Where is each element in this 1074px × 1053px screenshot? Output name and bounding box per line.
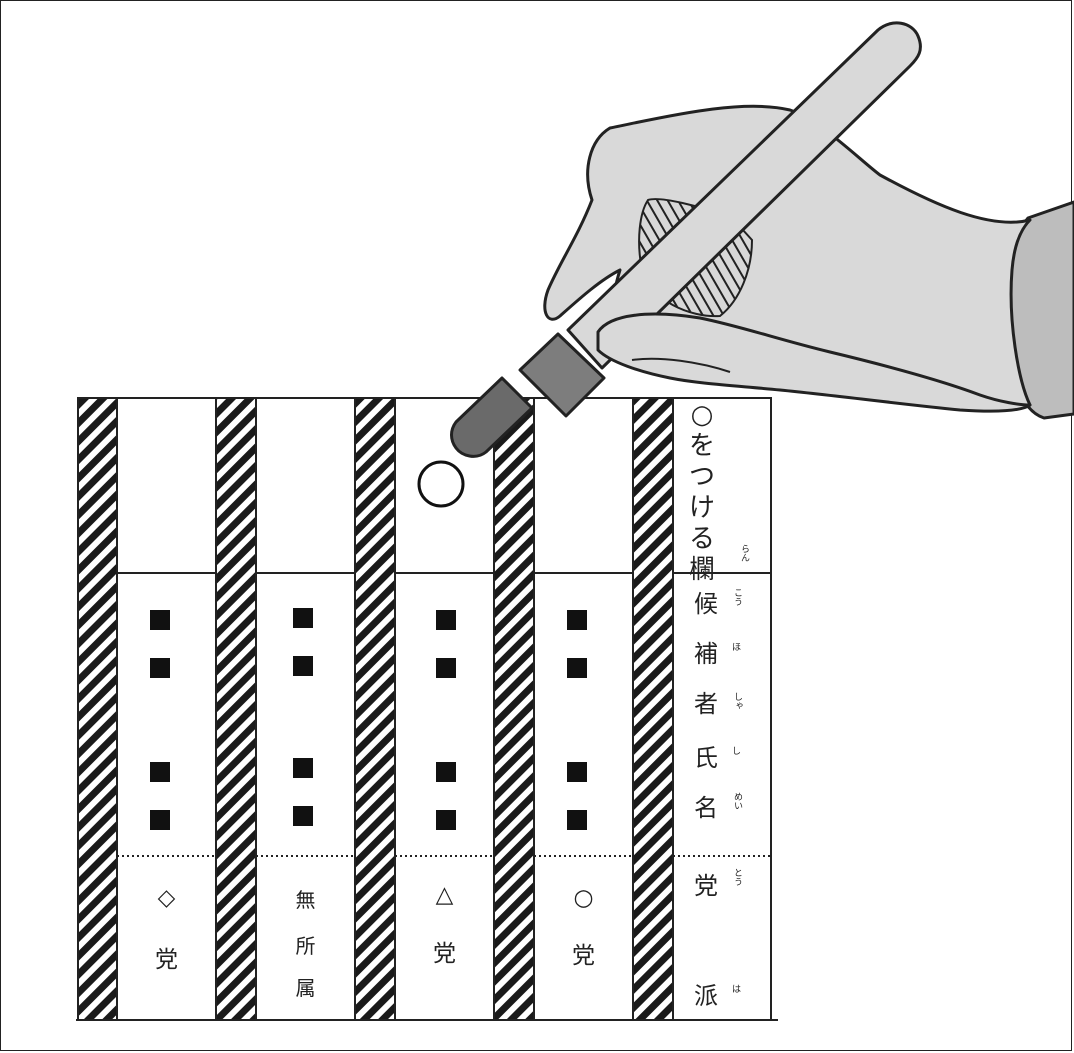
party-symbol: ○ [573, 885, 594, 911]
name-placeholder [293, 608, 313, 628]
party-symbol: ◇ [157, 885, 176, 911]
pen [450, 21, 922, 458]
candidate-ruby-2: ほ [732, 643, 742, 653]
party-label-2: 派 [694, 982, 718, 1010]
label-char: ○ [690, 400, 714, 430]
vote-circle-mark [417, 460, 465, 508]
independent-char-3: 属 [295, 976, 316, 1000]
hatch-strip [354, 397, 396, 1021]
party-label-1: 党 [694, 872, 718, 900]
mark-column-ruby: らん [739, 544, 749, 562]
ballot-column [394, 397, 495, 1021]
front-fingers [596, 312, 1032, 413]
candidate-label-1: 候 [694, 590, 718, 618]
name-placeholder [293, 656, 313, 676]
party-ruby-2: は [732, 985, 742, 995]
name-placeholder [567, 810, 587, 830]
name-placeholder [436, 610, 456, 630]
party-name: 党 [433, 941, 456, 967]
ballot-column [255, 397, 356, 1021]
candidate-label-4: 氏 [694, 744, 718, 772]
candidate-ruby-4: し [732, 747, 742, 757]
name-placeholder [567, 762, 587, 782]
party-symbol: △ [435, 882, 454, 908]
hatch-strip [77, 397, 118, 1021]
candidate-label-2: 補 [694, 640, 718, 668]
pen-tip [450, 376, 534, 458]
candidate-label-5: 名 [694, 794, 718, 822]
label-char: る [689, 524, 716, 554]
party-name: 党 [572, 943, 595, 969]
ballot-column [533, 397, 634, 1021]
header-column [672, 397, 772, 1021]
ballot-column [116, 397, 217, 1021]
party-name: 党 [155, 947, 178, 973]
hatch-strip [632, 397, 674, 1021]
pen-barrel [566, 21, 922, 370]
pen-grip [518, 332, 606, 418]
label-char: を [689, 431, 716, 461]
label-char: け [689, 493, 716, 523]
name-placeholder [293, 806, 313, 826]
name-placeholder [150, 658, 170, 678]
finger-crease [631, 357, 731, 373]
candidate-ruby-1: こう [732, 588, 742, 606]
name-placeholder [436, 658, 456, 678]
candidate-ruby-5: めい [732, 792, 742, 810]
name-placeholder [436, 762, 456, 782]
hatch-strip [493, 397, 535, 1021]
name-placeholder [293, 758, 313, 778]
ballot-columns [116, 397, 772, 1021]
candidate-ruby-3: しゃ [732, 692, 742, 710]
name-placeholder [436, 810, 456, 830]
name-placeholder [567, 610, 587, 630]
label-char: 欄 [689, 555, 716, 585]
independent-char-2: 所 [295, 934, 316, 958]
independent-char-1: 無 [295, 888, 316, 912]
label-char: つ [689, 462, 716, 492]
mark-column-label: ○ を つ け る 欄 [689, 400, 715, 586]
name-placeholder [150, 610, 170, 630]
hatch-strip [215, 397, 257, 1021]
name-placeholder [150, 810, 170, 830]
party-ruby-1: とう [732, 868, 742, 886]
name-placeholders [150, 608, 587, 830]
name-placeholder [150, 762, 170, 782]
name-placeholder [567, 658, 587, 678]
candidate-label-3: 者 [694, 690, 718, 718]
